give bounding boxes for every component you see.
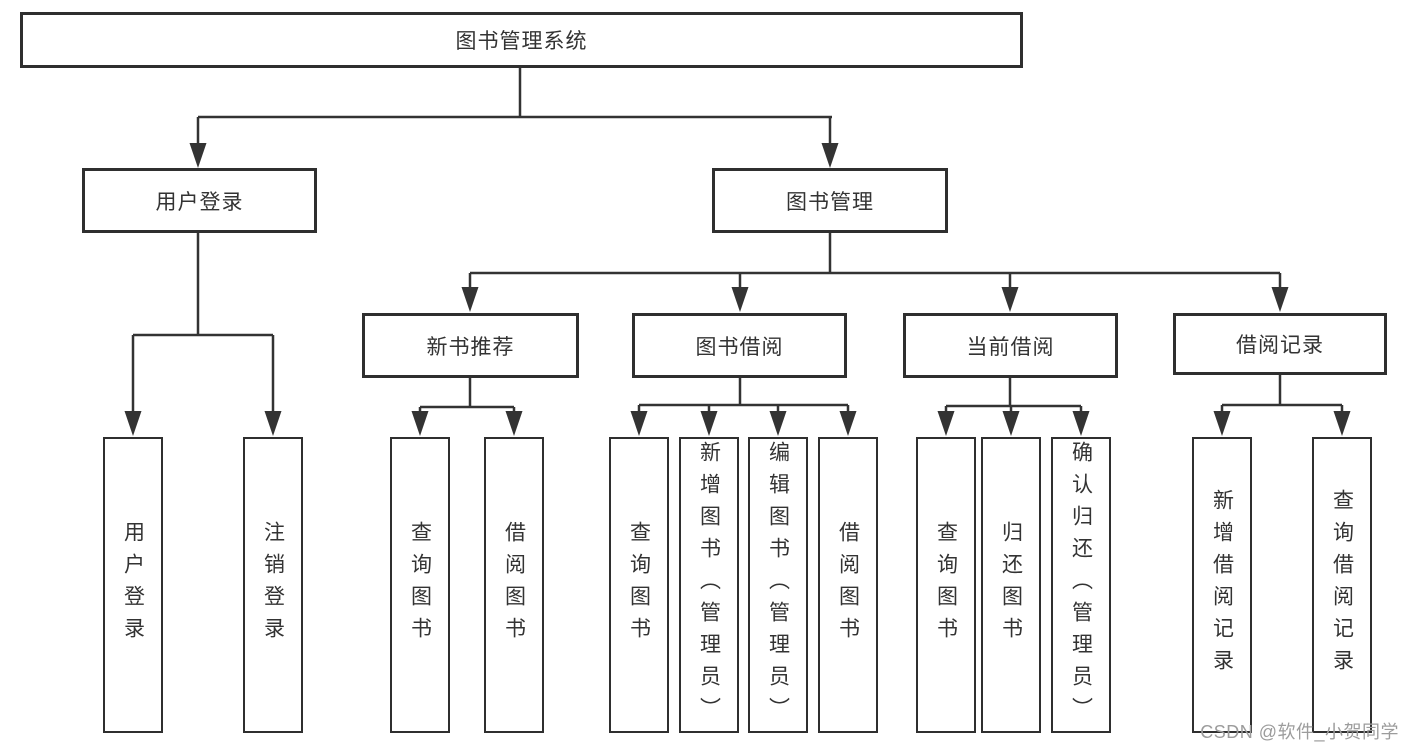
node-leaf-logout: 注销登录	[243, 437, 303, 733]
node-leaf-query-borrow-record-label: 查询借阅记录	[1330, 489, 1354, 681]
node-leaf-confirm-return-admin-label: 确认归还（管理员）	[1069, 441, 1093, 729]
node-leaf-return-books-label: 归还图书	[999, 521, 1023, 649]
node-leaf-query-borrow-record: 查询借阅记录	[1312, 437, 1372, 733]
node-leaf-query-books-recommend: 查询图书	[390, 437, 450, 733]
node-leaf-borrow-books-label: 借阅图书	[836, 521, 860, 649]
node-book-management: 图书管理	[712, 168, 948, 233]
node-leaf-add-borrow-record-label: 新增借阅记录	[1210, 489, 1234, 681]
node-leaf-add-book-admin: 新增图书（管理员）	[679, 437, 739, 733]
node-leaf-add-borrow-record: 新增借阅记录	[1192, 437, 1252, 733]
node-book-borrowing-label: 图书借阅	[695, 335, 784, 359]
node-current-borrowing: 当前借阅	[903, 313, 1118, 378]
node-leaf-edit-book-admin: 编辑图书（管理员）	[748, 437, 808, 733]
node-new-book-recommend-label: 新书推荐	[426, 335, 515, 359]
node-book-management-label: 图书管理	[786, 190, 874, 214]
node-leaf-borrow-books-recommend: 借阅图书	[484, 437, 544, 733]
node-leaf-user-login: 用户登录	[103, 437, 163, 733]
node-user-login-label: 用户登录	[155, 190, 244, 214]
node-user-login: 用户登录	[82, 168, 317, 233]
node-leaf-query-books-current-label: 查询图书	[934, 521, 958, 649]
watermark: CSDN @软件_小贺同学	[1200, 722, 1399, 742]
node-leaf-add-book-admin-label: 新增图书（管理员）	[697, 441, 721, 729]
node-leaf-confirm-return-admin: 确认归还（管理员）	[1051, 437, 1111, 733]
node-leaf-borrow-books: 借阅图书	[818, 437, 878, 733]
node-leaf-logout-label: 注销登录	[261, 521, 285, 649]
node-leaf-user-login-label: 用户登录	[121, 521, 145, 649]
node-leaf-query-books-borrowing-label: 查询图书	[627, 521, 651, 649]
node-borrowing-records: 借阅记录	[1173, 313, 1387, 375]
node-new-book-recommend: 新书推荐	[362, 313, 579, 378]
node-book-borrowing: 图书借阅	[632, 313, 847, 378]
node-leaf-return-books: 归还图书	[981, 437, 1041, 733]
node-borrowing-records-label: 借阅记录	[1236, 334, 1324, 357]
node-current-borrowing-label: 当前借阅	[966, 335, 1055, 359]
node-root: 图书管理系统	[20, 12, 1023, 68]
node-root-label: 图书管理系统	[455, 30, 588, 53]
node-leaf-query-books-borrowing: 查询图书	[609, 437, 669, 733]
node-leaf-query-books-current: 查询图书	[916, 437, 976, 733]
node-leaf-edit-book-admin-label: 编辑图书（管理员）	[766, 441, 790, 729]
node-leaf-query-books-recommend-label: 查询图书	[408, 521, 432, 649]
node-leaf-borrow-books-recommend-label: 借阅图书	[502, 521, 526, 649]
